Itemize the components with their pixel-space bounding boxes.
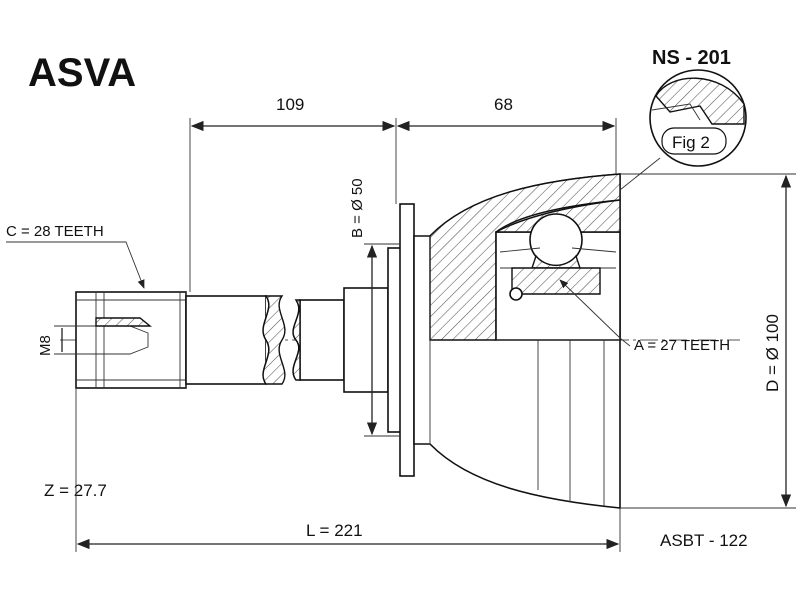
a-teeth-leader [559,279,631,347]
brand-logo: ASVA [28,51,136,95]
dim-b-diameter-label: B = Ø 50 [349,178,366,238]
dim-total-length-label: L = 221 [306,521,363,540]
fig2-label: Fig 2 [672,133,710,152]
cv-housing [399,173,621,509]
m8-label: M8 [37,335,54,356]
dim-d-diameter-label: D = Ø 100 [763,314,782,392]
dim-shaft-length-label: 109 [276,95,304,114]
c-teeth-leader [6,241,145,289]
spline-shaft [75,247,403,433]
part-number: NS - 201 [652,47,731,69]
z-value: Z = 27.7 [44,481,107,500]
reference-code: ASBT - 122 [660,531,748,550]
dim-housing-length-label: 68 [494,95,513,114]
fig2-detail: Fig 2 [619,69,747,191]
a-teeth-label: A = 27 TEETH [634,337,730,354]
c-teeth-label: C = 28 TEETH [6,223,104,240]
